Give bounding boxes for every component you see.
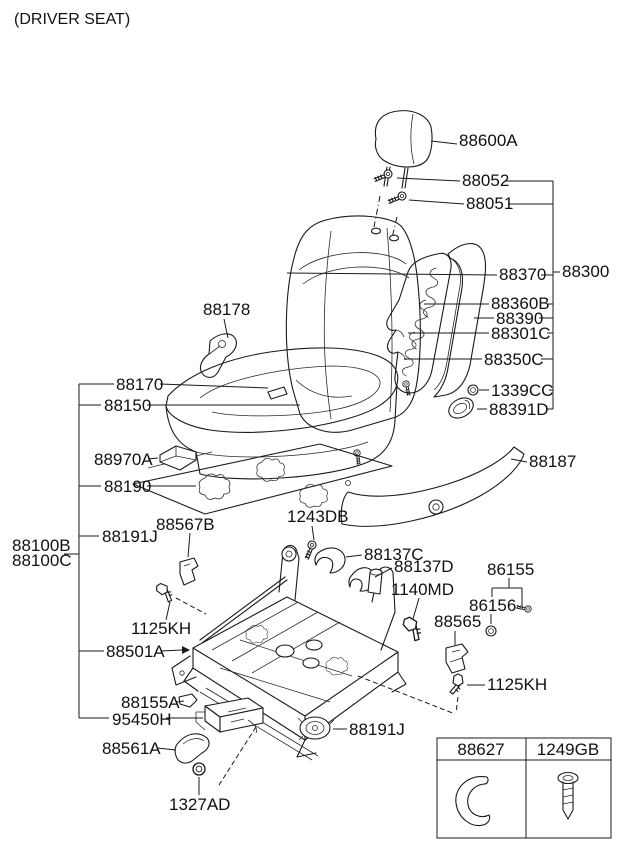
- seatback-drawing: [285, 215, 421, 433]
- part-label-88300[interactable]: 88300: [562, 262, 609, 281]
- part-label-88565[interactable]: 88565: [434, 612, 481, 631]
- legend-hook-drawing: [455, 776, 491, 827]
- arrowhead: [182, 646, 190, 654]
- part-label-88561A[interactable]: 88561A: [102, 739, 161, 758]
- clip-88970A-drawing: [147, 445, 213, 471]
- bracket-88565-drawing: [445, 643, 469, 674]
- part-label-88970A[interactable]: 88970A: [94, 450, 153, 469]
- part-label-88190[interactable]: 88190: [104, 477, 151, 496]
- part-label-88051[interactable]: 88051: [466, 194, 513, 213]
- part-label-88370[interactable]: 88370: [499, 265, 546, 284]
- bolt-1125KH-right: [449, 673, 464, 695]
- legend-header-88627[interactable]: 88627: [457, 740, 504, 759]
- pad-drawing: [132, 443, 393, 515]
- leader-lines: [64, 140, 560, 795]
- part-label-88390[interactable]: 88390: [496, 309, 543, 328]
- part-label-1243DB[interactable]: 1243DB: [287, 507, 348, 526]
- headrest-screw-88051: [387, 188, 408, 208]
- part-label-1140MD[interactable]: 1140MD: [391, 580, 454, 599]
- part-label-88391D[interactable]: 88391D: [489, 400, 549, 419]
- part-label-88567B[interactable]: 88567B: [156, 515, 215, 534]
- seatback-board-drawing: [433, 243, 487, 398]
- nut-1327AD: [192, 762, 206, 776]
- dial-88191J-drawing: [297, 716, 335, 741]
- part-label-88301C[interactable]: 88301C: [491, 324, 551, 343]
- legend-header-1249GB[interactable]: 1249GB: [537, 740, 599, 759]
- part-label-88360B[interactable]: 88360B: [491, 294, 550, 313]
- screw-guide-line-right: [391, 216, 398, 239]
- part-label-88100B[interactable]: 88100B: [12, 536, 71, 555]
- recliner-cover-drawing: [448, 397, 474, 419]
- cushion-drawing: [165, 347, 399, 480]
- headrest-drawing: [374, 110, 433, 189]
- recliner-lever-drawing: [199, 333, 237, 378]
- part-label-95450H[interactable]: 95450H: [112, 710, 172, 729]
- part-label-88600A[interactable]: 88600A: [459, 131, 518, 150]
- bolt-1140MD: [397, 614, 428, 643]
- part-label-88150[interactable]: 88150: [104, 396, 151, 415]
- nut-1339CC: [467, 384, 479, 396]
- part-label-88155A[interactable]: 88155A: [121, 693, 180, 712]
- cover-88561A-drawing: [174, 733, 210, 764]
- screw-guide-line-left: [373, 195, 381, 228]
- part-label-88170[interactable]: 88170: [116, 375, 163, 394]
- part-label-88350C[interactable]: 88350C: [484, 350, 544, 369]
- part-label-88501A[interactable]: 88501A: [106, 642, 165, 661]
- screw-86155: [514, 599, 533, 618]
- part-label-1125KH-right[interactable]: 1125KH: [487, 675, 547, 694]
- part-label-86155[interactable]: 86155: [487, 560, 534, 579]
- part-label-1125KH-left[interactable]: 1125KH: [131, 619, 191, 638]
- clip-88155A-drawing: [178, 693, 198, 708]
- part-label-88191J-lower[interactable]: 88191J: [349, 720, 405, 739]
- side-shield-drawing: [340, 446, 525, 527]
- assembly-guide-lines: [175, 597, 459, 786]
- bolt-1125KH-left: [152, 581, 178, 604]
- loose-screw-a: [398, 379, 416, 397]
- part-labels: 88600A 88052 88051 88370 88300 88360B 88…: [12, 131, 609, 814]
- part-label-88191J-upper[interactable]: 88191J: [102, 527, 158, 546]
- belt-guide-88137C: [314, 547, 346, 574]
- part-label-88137D[interactable]: 88137D: [394, 557, 454, 576]
- clip-88567B-drawing: [179, 557, 199, 586]
- diagram-title: (DRIVER SEAT): [14, 11, 130, 28]
- nut-86156: [485, 625, 497, 637]
- part-label-1327AD[interactable]: 1327AD: [169, 795, 230, 814]
- part-label-88178[interactable]: 88178: [203, 300, 250, 319]
- legend-screw-drawing: [557, 771, 579, 820]
- part-label-88052[interactable]: 88052: [462, 171, 509, 190]
- part-label-88187[interactable]: 88187: [529, 452, 576, 471]
- part-label-1339CC[interactable]: 1339CC: [491, 381, 553, 400]
- fastener-legend-table: 88627 1249GB: [436, 737, 612, 839]
- part-label-86156[interactable]: 86156: [469, 596, 516, 615]
- ecu-95450H-drawing: [195, 697, 264, 734]
- part-label-88100C[interactable]: 88100C: [12, 551, 72, 570]
- part-label-88137C[interactable]: 88137C: [364, 545, 424, 564]
